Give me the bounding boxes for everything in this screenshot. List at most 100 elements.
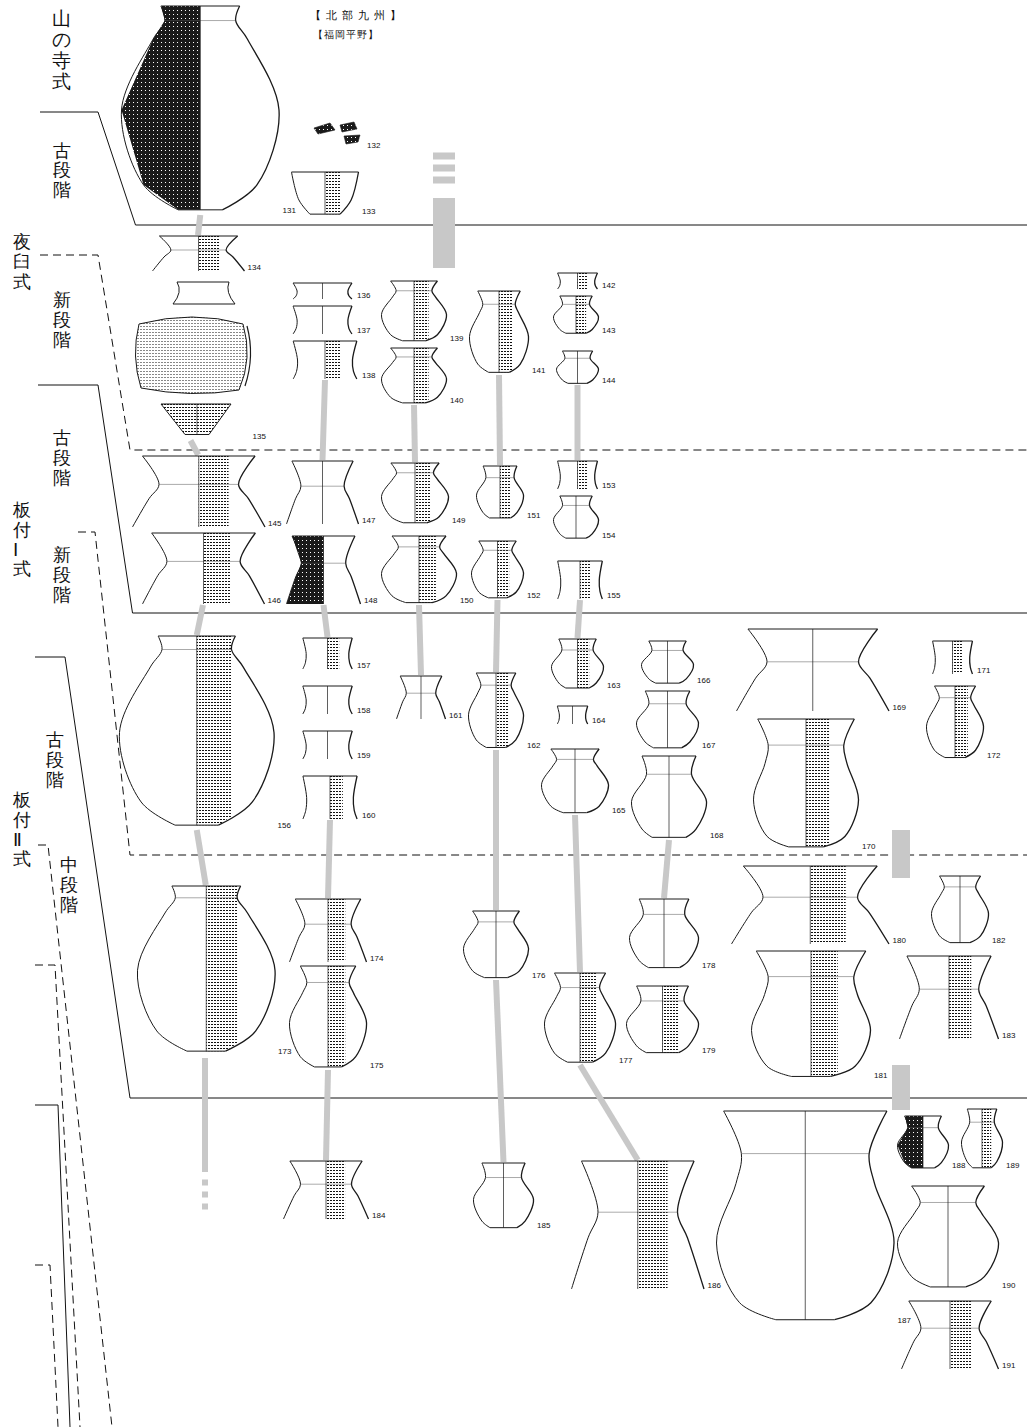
pot-axis (325, 172, 326, 214)
callout-number: 156 (278, 821, 293, 830)
callout-number: 145 (268, 519, 283, 528)
surface-texture (203, 532, 230, 605)
callout-number: 174 (370, 954, 385, 963)
continuation-bar (433, 165, 455, 172)
surface-texture (326, 1160, 345, 1220)
lineage-line (414, 405, 415, 462)
pot-drawing (151, 235, 246, 272)
pot-drawing (930, 875, 990, 945)
pottery-vessel: 168 (630, 755, 725, 840)
pot-outline (517, 1163, 534, 1228)
pot-outline (636, 691, 653, 748)
pot-axis (198, 456, 199, 527)
pot-drawing (472, 1162, 535, 1230)
pot-outline (553, 296, 565, 333)
pot-outline (473, 1163, 490, 1228)
pot-axis (982, 1109, 983, 1168)
callout-number: 143 (602, 326, 617, 335)
pot-body (382, 463, 449, 523)
pottery-vessel: 186 (570, 1160, 723, 1290)
surface-texture (580, 560, 591, 600)
pot-outline (681, 691, 698, 748)
lineage-line (191, 441, 199, 456)
pot-body (303, 638, 352, 669)
surface-texture (122, 5, 201, 215)
period-label: 古段階 (53, 428, 71, 487)
pot-axis (196, 636, 197, 825)
pottery-vessel: 180 (730, 865, 908, 945)
pot-body (558, 461, 598, 489)
period-label: 山の寺式 (52, 8, 71, 92)
callout-number: 175 (370, 1061, 385, 1070)
pot-body (293, 283, 352, 299)
callout-number: 139 (450, 334, 465, 343)
region-heading: 【福岡平野】 (313, 28, 379, 42)
pot-outline (641, 641, 655, 683)
callout-number: 178 (702, 961, 717, 970)
pot-outline (732, 866, 764, 944)
surface-texture (328, 637, 340, 670)
pot-axis (325, 341, 326, 379)
pot-outline (544, 973, 567, 1062)
surface-texture (806, 718, 830, 851)
period-label: 新段階 (53, 290, 71, 349)
pot-body (554, 496, 599, 538)
surface-texture (578, 272, 587, 290)
callout-number: 148 (364, 596, 379, 605)
pot-body (152, 236, 244, 271)
callout-number: 161 (449, 711, 464, 720)
callout-number: 157 (357, 661, 372, 670)
pot-drawing (462, 910, 530, 980)
lineage-line (419, 605, 421, 675)
pot-axis (203, 533, 204, 604)
pot-body (932, 876, 989, 943)
pot-outline (897, 1186, 930, 1287)
pottery-vessel: 158 (300, 685, 372, 715)
lineage-line (197, 830, 206, 885)
callout-number: 135 (253, 432, 268, 441)
pot-body (293, 306, 352, 334)
pot-outline (351, 899, 366, 962)
pottery-vessel: 155 (555, 560, 622, 600)
pot-fragment (161, 404, 231, 435)
pottery-vessel: 148 (285, 535, 379, 605)
surface-texture (287, 535, 324, 605)
callout-number: 141 (532, 366, 547, 375)
pot-axis (200, 6, 201, 210)
pot-outline (753, 719, 788, 847)
pottery-vessel: 133 (290, 171, 377, 216)
pot-outline (463, 911, 484, 978)
pot-drawing (730, 865, 891, 945)
callout-number: 162 (527, 741, 542, 750)
pottery-vessel: 152 (470, 540, 542, 600)
surface-texture (953, 640, 962, 675)
surface-texture (198, 455, 228, 528)
pottery-vessel: 160 (300, 775, 377, 820)
surface-texture (419, 535, 436, 605)
pot-axis (198, 236, 199, 271)
pot-outline (541, 749, 563, 813)
pot-drawing (898, 955, 1000, 1040)
pot-drawing (635, 690, 700, 750)
pot-drawing (896, 1115, 950, 1170)
callout-number: 136 (357, 291, 372, 300)
pot-axis (419, 536, 420, 603)
pottery-vessel: 166 (640, 640, 712, 685)
pot-drawing (555, 560, 605, 600)
callout-number: 167 (702, 741, 717, 750)
pot-outline (835, 1111, 894, 1320)
pottery-vessel: 188 (896, 1115, 967, 1170)
pot-drawing (630, 755, 708, 840)
phase-boundary (38, 385, 1027, 613)
pot-outline (831, 951, 871, 1076)
pottery-vessel: 161 (395, 675, 464, 720)
surface-texture (580, 972, 596, 1065)
pot-outline (587, 351, 599, 383)
pottery-vessel: 190 (896, 1185, 1017, 1290)
pot-drawing (380, 280, 448, 343)
surface-texture (498, 540, 510, 600)
callout-number: 146 (268, 596, 283, 605)
callout-number: 165 (612, 806, 627, 815)
pot-body (292, 172, 359, 214)
callout-number: 168 (710, 831, 725, 840)
